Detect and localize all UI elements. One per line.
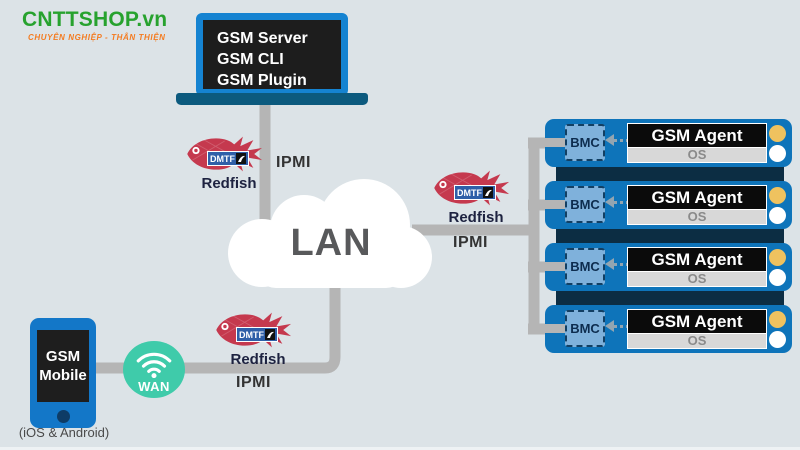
server-node-3: BMC GSM Agent OS [545,243,792,291]
agent-to-bmc-arrow [605,134,614,146]
agent-to-bmc-arrow [605,320,614,332]
rack-frame [556,165,784,183]
ipmi-label-bottom: IPMI [236,374,271,391]
gsm-server-laptop: GSM Server GSM CLI GSM Plugin [196,13,348,96]
bmc-link-stub [545,262,568,271]
dmtf-label: DMTF [457,187,482,198]
bmc-module: BMC [565,248,605,285]
server-node-4: BMC GSM Agent OS [545,305,792,353]
brand-name: CNTTSHOP.vn [22,8,168,31]
laptop-line-2: GSM CLI [217,51,284,68]
ipmi-label-right: IPMI [453,234,488,251]
dmtf-mark-icon [265,329,275,340]
software-stack: GSM Agent OS [627,309,767,349]
bmc-module: BMC [565,124,605,161]
laptop-line-1: GSM Server [217,30,308,47]
redfish-logo-bottom: DMTF Redfish [212,310,304,368]
white-led [769,207,786,224]
software-stack: GSM Agent OS [627,123,767,163]
gsm-agent-label: GSM Agent [627,247,767,272]
software-stack: GSM Agent OS [627,247,767,287]
gsm-agent-label: GSM Agent [627,309,767,334]
dmtf-label: DMTF [210,153,235,164]
dmtf-mark-icon [236,153,246,164]
amber-led [769,187,786,204]
bmc-link-stub [545,138,568,147]
bmc-module: BMC [565,310,605,347]
agent-to-bmc-arrow [605,196,614,208]
redfish-label: Redfish [448,209,504,226]
redfish-label: Redfish [201,175,257,192]
redfish-logo-top: DMTF Redfish [183,134,275,192]
dmtf-label: DMTF [239,329,264,340]
white-led [769,145,786,162]
brand-logo: CNTTSHOP.vn CHUYÊN NGHIỆP - THÂN THIỆN [22,8,167,42]
amber-led [769,311,786,328]
amber-led [769,249,786,266]
redfish-logo-right: DMTF Redfish [430,168,522,226]
brand-tagline: CHUYÊN NGHIỆP - THÂN THIỆN [28,33,166,42]
server-node-2: BMC GSM Agent OS [545,181,792,229]
mobile-caption: (iOS & Android) [18,425,110,440]
bmc-link-stub [545,324,568,333]
gsm-mobile-phone: GSM Mobile [30,318,96,428]
lan-label: LAN [290,222,372,264]
redfish-label: Redfish [230,351,286,368]
wan-node: WAN [123,341,185,398]
dmtf-badge: DMTF [454,185,496,200]
bottom-edge-strip [0,447,800,450]
rack-frame [556,227,784,245]
os-label: OS [627,210,767,225]
wan-label: WAN [138,379,170,394]
wifi-icon [136,352,172,378]
mobile-to-lan-line [94,286,341,374]
os-label: OS [627,334,767,349]
phone-home-button [57,410,70,423]
gsm-agent-label: GSM Agent [627,185,767,210]
os-label: OS [627,272,767,287]
dmtf-badge: DMTF [236,327,278,342]
agent-to-bmc-arrow [605,258,614,270]
mobile-title-line-2: Mobile [39,367,87,384]
laptop-line-3: GSM Plugin [217,72,307,89]
dmtf-mark-icon [483,187,493,198]
dmtf-badge: DMTF [207,151,249,166]
ipmi-label-top: IPMI [276,154,311,171]
white-led [769,331,786,348]
mobile-title-line-1: GSM [45,348,81,365]
rack-frame [556,289,784,307]
bmc-module: BMC [565,186,605,223]
server-node-1: BMC GSM Agent OS [545,119,792,167]
software-stack: GSM Agent OS [627,185,767,225]
phone-screen: GSM Mobile [37,330,89,402]
gsm-agent-label: GSM Agent [627,123,767,148]
bmc-link-stub [545,200,568,209]
amber-led [769,125,786,142]
os-label: OS [627,148,767,163]
white-led [769,269,786,286]
laptop-base [176,93,368,105]
lan-cloud-shape [228,179,432,288]
